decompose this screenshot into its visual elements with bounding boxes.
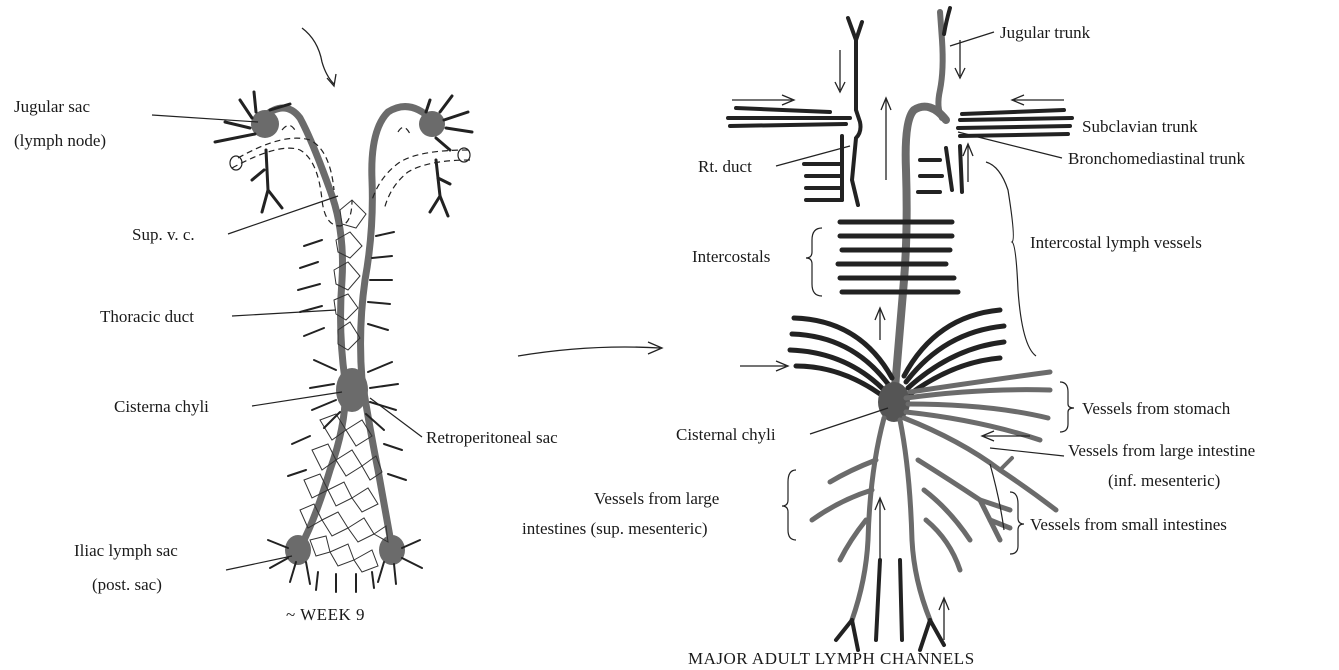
label-iliac-sac-sub: (post. sac) [92, 575, 162, 594]
brace-stomach [1060, 382, 1074, 432]
label-jugular-sac-sub: (lymph node) [14, 131, 106, 150]
label-vessels-from-stomach: Vessels from stomach [1082, 399, 1231, 418]
label-vessels-large-intestines-sup-1: Vessels from large [594, 489, 719, 508]
entry-arrow [302, 28, 334, 84]
caption-major-adult-lymph-channels: MAJOR ADULT LYMPH CHANNELS [688, 649, 975, 668]
adult-lymph-channels-figure: Jugular trunk Subclavian trunk Rt. duct … [522, 8, 1255, 668]
development-arrow [518, 347, 660, 356]
label-retroperitoneal-sac: Retroperitoneal sac [426, 428, 558, 447]
thoracic-duct-adult [894, 107, 946, 400]
label-vessels-small-intestines: Vessels from small intestines [1030, 515, 1227, 534]
brace-small-intestines [1010, 492, 1024, 554]
jugular-sac-right-shape [419, 111, 445, 137]
brace-intercostals [806, 228, 822, 296]
caption-week-9: ~ WEEK 9 [286, 605, 365, 624]
cisterna-chyli-shape [336, 368, 368, 412]
label-subclavian-trunk: Subclavian trunk [1082, 117, 1198, 136]
label-cisternal-chyli: Cisternal chyli [676, 425, 776, 444]
label-sup-vc: Sup. v. c. [132, 225, 195, 244]
right-channel [361, 107, 432, 548]
label-intercostals: Intercostals [692, 247, 770, 266]
label-rt-duct: Rt. duct [698, 157, 752, 176]
label-vessels-large-intestine-sub: (inf. mesenteric) [1108, 471, 1220, 490]
label-bronchomediastinal-trunk: Bronchomediastinal trunk [1068, 149, 1246, 168]
label-thoracic-duct: Thoracic duct [100, 307, 194, 326]
label-intercostal-lymph-vessels: Intercostal lymph vessels [1030, 233, 1202, 252]
label-cisterna-chyli: Cisterna chyli [114, 397, 209, 416]
label-jugular-sac: Jugular sac [14, 97, 90, 116]
label-iliac-sac: Iliac lymph sac [74, 541, 178, 560]
embryo-lymph-sacs-figure: Jugular sac (lymph node) Sup. v. c. Thor… [14, 28, 558, 624]
label-vessels-large-intestine: Vessels from large intestine [1068, 441, 1255, 460]
left-channel [262, 108, 345, 548]
label-jugular-trunk: Jugular trunk [1000, 23, 1091, 42]
iliac-sac-left-shape [285, 535, 311, 565]
label-vessels-large-intestines-sup-2: intestines (sup. mesenteric) [522, 519, 708, 538]
brace-large-intestines-sup [782, 470, 796, 540]
intercostal-vessels [838, 222, 958, 292]
